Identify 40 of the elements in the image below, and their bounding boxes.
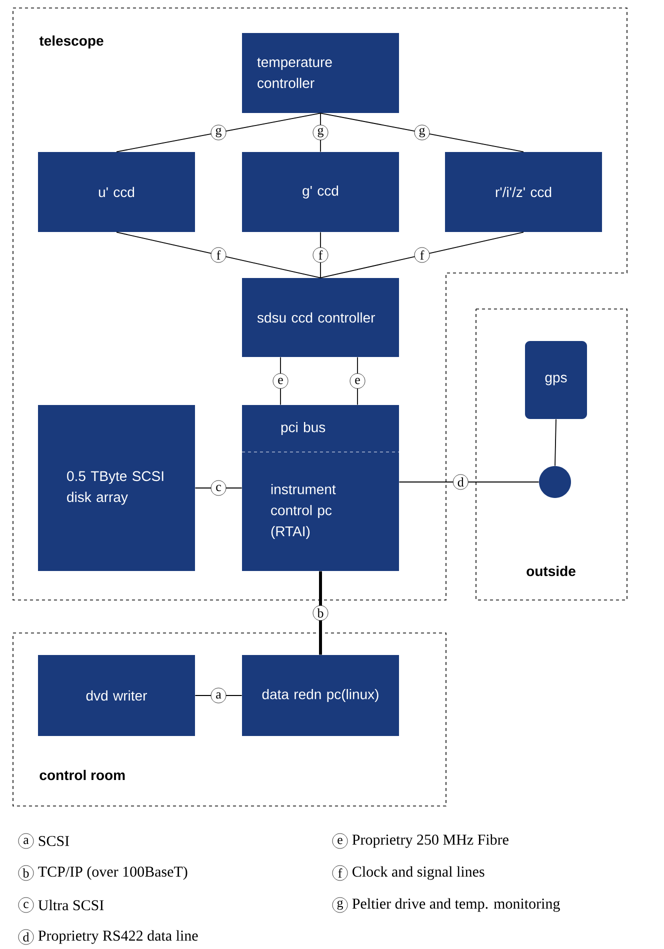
legend-item: c Ultra SCSI xyxy=(18,897,104,913)
process-box: sdsu ccd controller xyxy=(242,278,399,357)
connector-line xyxy=(280,356,281,406)
edge-label: f xyxy=(312,247,328,263)
edge-label: g xyxy=(312,124,328,140)
edge-label: c xyxy=(210,480,226,496)
connector-line xyxy=(357,356,358,406)
legend-item: b TCP/IP (over 100BaseT) xyxy=(18,865,188,881)
process-box: r'/i'/z' ccd xyxy=(445,152,602,232)
connector-line xyxy=(116,112,321,152)
connector-line xyxy=(320,112,321,152)
connector-line xyxy=(554,418,556,466)
edge-label: f xyxy=(414,247,430,263)
process-box: gps xyxy=(525,341,587,419)
edge-label: f xyxy=(210,247,226,263)
legend-item: a SCSI xyxy=(18,833,70,849)
process-box: g' ccd xyxy=(242,152,399,232)
connector-line xyxy=(320,112,524,152)
legend-item: g Peltier drive and temp. monitoring xyxy=(332,897,560,913)
process-box: pci bus instrument control pc (RTAI) xyxy=(242,405,400,571)
edge-label: g xyxy=(210,124,226,140)
connector-line xyxy=(194,695,242,696)
edge-label: a xyxy=(210,688,226,704)
process-box: dvd writer xyxy=(38,655,195,736)
connector-line xyxy=(320,232,524,278)
process-box: u' ccd xyxy=(38,152,195,232)
edge-label: d xyxy=(452,474,468,490)
process-box: data redn pc(linux) xyxy=(242,655,399,736)
process-box: 0.5 TByte SCSI disk array xyxy=(38,405,195,571)
legend-item: d Proprietry RS422 data line xyxy=(18,929,198,945)
connector-line xyxy=(319,571,322,655)
process-box: temperature controller xyxy=(242,33,399,113)
legend-item: f Clock and signal lines xyxy=(332,865,484,881)
edge-label: e xyxy=(350,373,366,389)
junction-dot xyxy=(539,466,571,498)
legend-item: e Proprietry 250 MHz Fibre xyxy=(332,833,508,849)
edge-label: e xyxy=(272,373,288,389)
edge-label: b xyxy=(312,605,328,621)
connector-line xyxy=(116,232,321,278)
edge-label: g xyxy=(414,124,430,140)
